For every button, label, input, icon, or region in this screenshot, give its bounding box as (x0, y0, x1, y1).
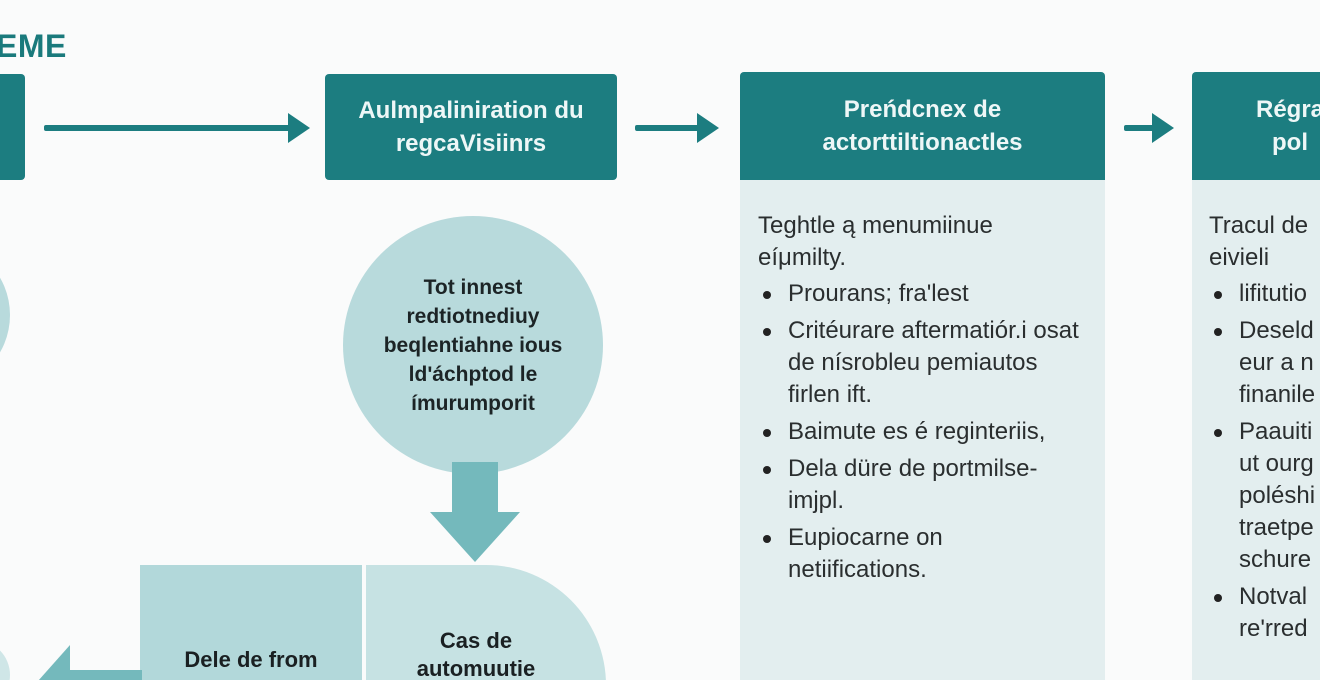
arrow-right-icon (635, 113, 719, 143)
diagram-title: EME (0, 28, 67, 64)
bottom-left-box-text: Dele de from (184, 647, 318, 672)
step-label-2: Preńdcnex de actorttiltionactles (822, 96, 1023, 156)
bottom-left-box: Dele de from (140, 565, 362, 680)
panel-intro: Teghtle ą menumiinue eíμmilty. (758, 212, 993, 271)
panel-bullet: Critéurare aftermatiór.i osat de nísrobl… (758, 315, 1087, 411)
panel-intro: Tracul de eivieli (1209, 212, 1309, 271)
partial-circle-node (0, 240, 10, 390)
step-label-3: Régra pol (1255, 96, 1320, 156)
partial-shape-node (0, 640, 10, 680)
step-box-2: Preńdcnex de actorttiltionactles (740, 72, 1105, 180)
panel-bullet: Deseld eur a n finanile (1209, 315, 1320, 411)
bottom-right-box-text: Cas de automuutie de (416, 628, 536, 680)
circle-node-text: Tot innest redtiotnediuy beqlentiahne io… (383, 275, 563, 415)
step-box-1: Aulmpaliniration du regcaVisiinrs (325, 74, 617, 180)
panel-bullet: Dela düre de portmilse-imjpl. (758, 453, 1087, 517)
panel-bullet: Baimute es é reginteriis, (758, 416, 1087, 448)
panel-bullet: Paauiti ut ourg poléshi traetpe schure (1209, 416, 1320, 576)
step-box-0 (0, 74, 25, 180)
arrow-down-icon (430, 462, 520, 562)
panel-bullet-list: Prourans; fra'lest Critéurare aftermatió… (758, 278, 1087, 586)
panel-bullet: lifitutio (1209, 278, 1320, 310)
step-detail-panel-2: Teghtle ą menumiinue eíμmilty. Prourans;… (740, 180, 1105, 680)
arrow-left-icon (30, 645, 142, 680)
arrow-right-icon (1124, 113, 1174, 143)
step-label-1: Aulmpaliniration du regcaVisiinrs (358, 97, 584, 157)
panel-bullet-list: lifitutio Deseld eur a n finanile Paauit… (1209, 278, 1320, 645)
panel-bullet: Prourans; fra'lest (758, 278, 1087, 310)
panel-bullet: Notval re'rred (1209, 581, 1320, 645)
circle-node: Tot innest redtiotnediuy beqlentiahne io… (343, 216, 603, 474)
arrow-right-icon (44, 113, 310, 143)
step-detail-panel-3: Tracul de eivieli lifitutio Deseld eur a… (1192, 180, 1320, 680)
panel-bullet: Eupiocarne on netiifications. (758, 522, 1087, 586)
step-box-3: Régra pol (1192, 72, 1320, 180)
bottom-right-box: Cas de automuutie de (366, 565, 606, 680)
